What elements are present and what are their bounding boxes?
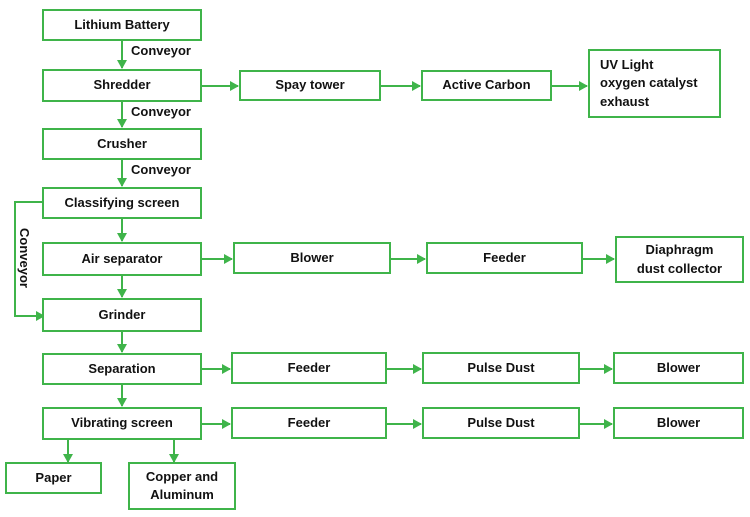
node-paper-label: Paper [35,469,72,485]
node-paper: Paper [5,462,102,494]
node-blower-1-label: Blower [290,249,334,265]
node-feeder-3-label: Feeder [287,414,331,430]
edge-classifying-grinder-bypass [14,201,45,321]
node-pulse-dust-1-label: Pulse Dust [467,359,535,375]
node-lithium-battery: Lithium Battery [42,9,202,41]
node-vibrating-screen: Vibrating screen [42,407,202,440]
node-diaphragm-line-1: Diaphragm [645,242,714,258]
node-feeder-2: Feeder [231,352,387,384]
node-blower-1: Blower [233,242,391,274]
node-uv-light-line-3: exhaust [600,93,650,109]
conveyor-label-1: Conveyor [131,43,191,58]
node-grinder: Grinder [42,298,202,332]
node-separation-label: Separation [88,360,156,376]
node-active-carbon-label: Active Carbon [442,77,531,93]
node-copper-aluminum-line-1: Copper and [145,468,219,484]
node-pulse-dust-1: Pulse Dust [422,352,580,384]
conveyor-side-label: Conveyor [17,228,32,288]
conveyor-label-2: Conveyor [131,104,191,119]
node-feeder-1: Feeder [426,242,583,274]
node-feeder-1-label: Feeder [483,249,526,265]
node-blower-3: Blower [613,407,744,439]
node-diaphragm-dust-collector: Diaphragm dust collector [615,236,744,283]
conveyor-label-3: Conveyor [131,162,191,177]
node-pulse-dust-2-label: Pulse Dust [467,414,535,430]
node-grinder-label: Grinder [98,306,146,322]
node-feeder-2-label: Feeder [287,359,331,375]
node-crusher: Crusher [42,128,202,160]
node-separation: Separation [42,353,202,385]
node-uv-light-line-2: oxygen catalyst [600,75,698,91]
node-lithium-battery-label: Lithium Battery [74,16,170,32]
node-feeder-3: Feeder [231,407,387,439]
node-diaphragm-text: Diaphragm dust collector [637,241,722,277]
node-classifying-screen: Classifying screen [42,187,202,219]
node-pulse-dust-2: Pulse Dust [422,407,580,439]
node-blower-2: Blower [613,352,744,384]
node-blower-3-label: Blower [656,414,701,430]
node-uv-light: UV Light oxygen catalyst exhaust [588,49,721,118]
node-copper-aluminum: Copper and Aluminum [128,462,236,510]
node-spay-tower-label: Spay tower [275,77,345,93]
node-diaphragm-line-2: dust collector [636,260,723,276]
node-crusher-label: Crusher [97,135,147,151]
node-copper-aluminum-line-2: Aluminum [150,487,214,502]
node-blower-2-label: Blower [656,359,701,375]
node-uv-light-line-1: UV Light [600,57,654,73]
node-active-carbon: Active Carbon [421,70,552,101]
node-vibrating-screen-label: Vibrating screen [71,415,173,431]
node-classifying-screen-label: Classifying screen [64,194,180,210]
node-spay-tower: Spay tower [239,70,381,101]
node-uv-light-text: UV Light oxygen catalyst exhaust [600,56,698,111]
node-shredder: Shredder [42,69,202,102]
node-air-separator: Air separator [42,242,202,276]
node-shredder-label: Shredder [93,77,151,93]
node-air-separator-label: Air separator [81,250,163,266]
node-copper-aluminum-text: Copper and Aluminum [146,468,218,504]
